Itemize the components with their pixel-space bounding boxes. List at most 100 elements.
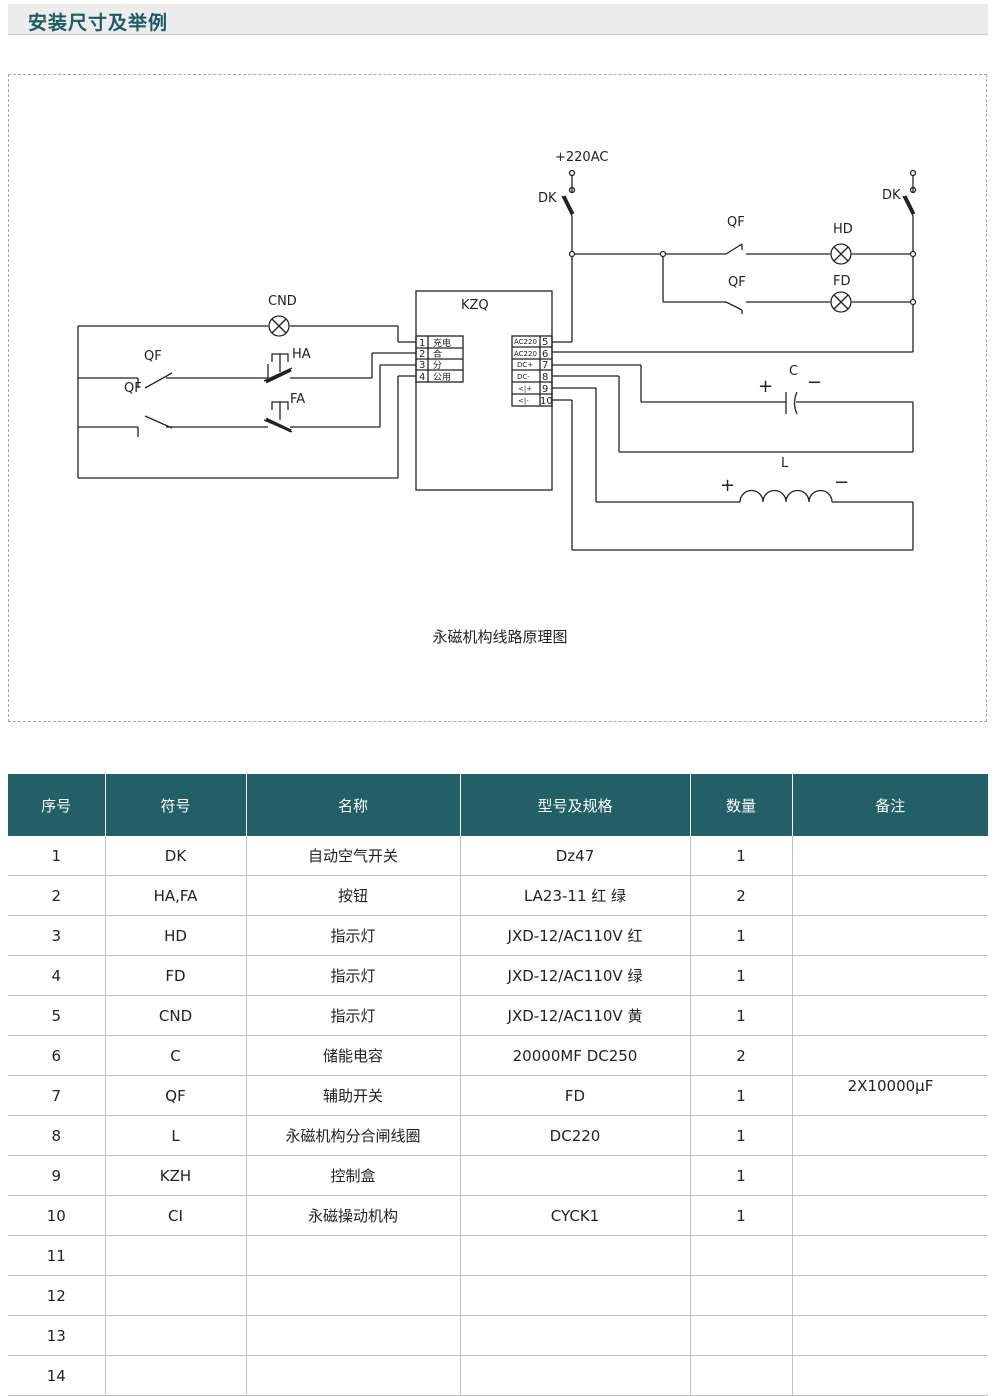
- cell-index: 5: [8, 995, 105, 1036]
- ha-label: HA: [292, 347, 311, 362]
- cell-remark: [791, 955, 988, 996]
- cell-quantity: 2: [689, 875, 792, 916]
- cell-symbol: [104, 1235, 246, 1276]
- header-model: 型号及规格: [459, 774, 690, 836]
- left-terminal-name: 公用: [433, 372, 451, 383]
- cell-remark: [791, 836, 988, 876]
- right-terminal-name: DC+: [517, 361, 533, 369]
- cell-model: [459, 1275, 690, 1316]
- right-terminal-name: DC-: [517, 373, 530, 381]
- cell-index: 8: [8, 1115, 105, 1156]
- cell-model: CYCK1: [459, 1195, 690, 1236]
- cell-quantity: 1: [689, 1155, 792, 1196]
- l-plus-label: +: [720, 475, 735, 496]
- header-name: 名称: [245, 774, 460, 836]
- cell-remark: [791, 1195, 988, 1236]
- header-index: 序号: [8, 774, 105, 836]
- cell-symbol: [104, 1355, 246, 1396]
- cell-symbol: C: [104, 1035, 246, 1076]
- cell-index: 3: [8, 915, 105, 956]
- cell-remark: [791, 1075, 988, 1116]
- cell-index: 12: [8, 1275, 105, 1316]
- cell-name: 储能电容: [245, 1035, 460, 1076]
- cell-name: 指示灯: [245, 995, 460, 1036]
- right-terminal-num: 7: [542, 360, 548, 371]
- cnd-label: CND: [268, 294, 297, 309]
- header-symbol: 符号: [104, 774, 246, 836]
- cell-name: 永磁操动机构: [245, 1195, 460, 1236]
- cell-quantity: [689, 1275, 792, 1316]
- cell-model: [459, 1355, 690, 1396]
- table-row: 11: [8, 1235, 988, 1276]
- cell-symbol: QF: [104, 1075, 246, 1116]
- fd-label: FD: [833, 274, 851, 289]
- right-terminal-name: AC220: [514, 338, 537, 346]
- cell-index: 1: [8, 836, 105, 876]
- cell-remark: [791, 875, 988, 916]
- right-terminal-name: <|-: [518, 397, 529, 405]
- hd-label: HD: [833, 222, 853, 237]
- cell-symbol: FD: [104, 955, 246, 996]
- cell-name: 控制盒: [245, 1155, 460, 1196]
- section-header: 安装尺寸及举例: [8, 4, 988, 35]
- right-terminal-num: 6: [542, 349, 548, 360]
- diagram-frame: [8, 74, 987, 722]
- l-minus-label: −: [834, 472, 849, 493]
- cell-model: JXD-12/AC110V 黄: [459, 995, 690, 1036]
- cell-name: [245, 1315, 460, 1356]
- cell-name: 按钮: [245, 875, 460, 916]
- table-row: 12: [8, 1275, 988, 1316]
- cell-quantity: 1: [689, 955, 792, 996]
- cell-model: JXD-12/AC110V 红: [459, 915, 690, 956]
- cell-symbol: [104, 1275, 246, 1316]
- cell-name: 永磁机构分合闸线圈: [245, 1115, 460, 1156]
- cell-model: Dz47: [459, 836, 690, 876]
- cell-symbol: KZH: [104, 1155, 246, 1196]
- cell-model: [459, 1155, 690, 1196]
- right-terminal-name: <|+: [518, 385, 532, 393]
- qf-left2-label: QF: [124, 381, 142, 396]
- left-terminal-num: 4: [419, 372, 425, 383]
- header-quantity: 数量: [689, 774, 792, 836]
- cell-index: 14: [8, 1355, 105, 1396]
- cell-model: DC220: [459, 1115, 690, 1156]
- cell-index: 2: [8, 875, 105, 916]
- cell-remark: [791, 1315, 988, 1356]
- c-label: C: [789, 364, 798, 379]
- left-terminal-num: 2: [419, 349, 425, 360]
- cell-quantity: 1: [689, 1195, 792, 1236]
- supply-label: +220AC: [555, 150, 608, 165]
- cell-name: 自动空气开关: [245, 836, 460, 876]
- c-plus-label: +: [758, 376, 773, 397]
- cell-quantity: 1: [689, 915, 792, 956]
- table-header-row: 序号 符号 名称 型号及规格 数量 备注: [8, 774, 988, 836]
- l-label: L: [781, 456, 789, 471]
- table-row: 13: [8, 1315, 988, 1356]
- cell-model: LA23-11 红 绿: [459, 875, 690, 916]
- left-terminal-name: 充电: [433, 337, 451, 349]
- circuit-diagram: +220AC DK DK QF QF HD FD CND KZQ QF QF H…: [77, 150, 917, 551]
- section-title: 安装尺寸及举例: [28, 12, 169, 34]
- cell-index: 13: [8, 1315, 105, 1356]
- cell-symbol: L: [104, 1115, 246, 1156]
- header-remark: 备注: [791, 774, 988, 836]
- cell-symbol: [104, 1315, 246, 1356]
- qf-top-label: QF: [727, 215, 745, 230]
- kzq-label: KZQ: [461, 298, 489, 313]
- cell-remark: [791, 915, 988, 956]
- cell-index: 10: [8, 1195, 105, 1236]
- left-terminal-name: 合: [433, 348, 442, 360]
- cell-name: [245, 1275, 460, 1316]
- remark-note: 2X10000μF: [847, 1077, 934, 1095]
- cell-remark: [791, 1355, 988, 1396]
- dk-left-label: DK: [538, 191, 557, 206]
- right-terminal-num: 9: [542, 384, 548, 395]
